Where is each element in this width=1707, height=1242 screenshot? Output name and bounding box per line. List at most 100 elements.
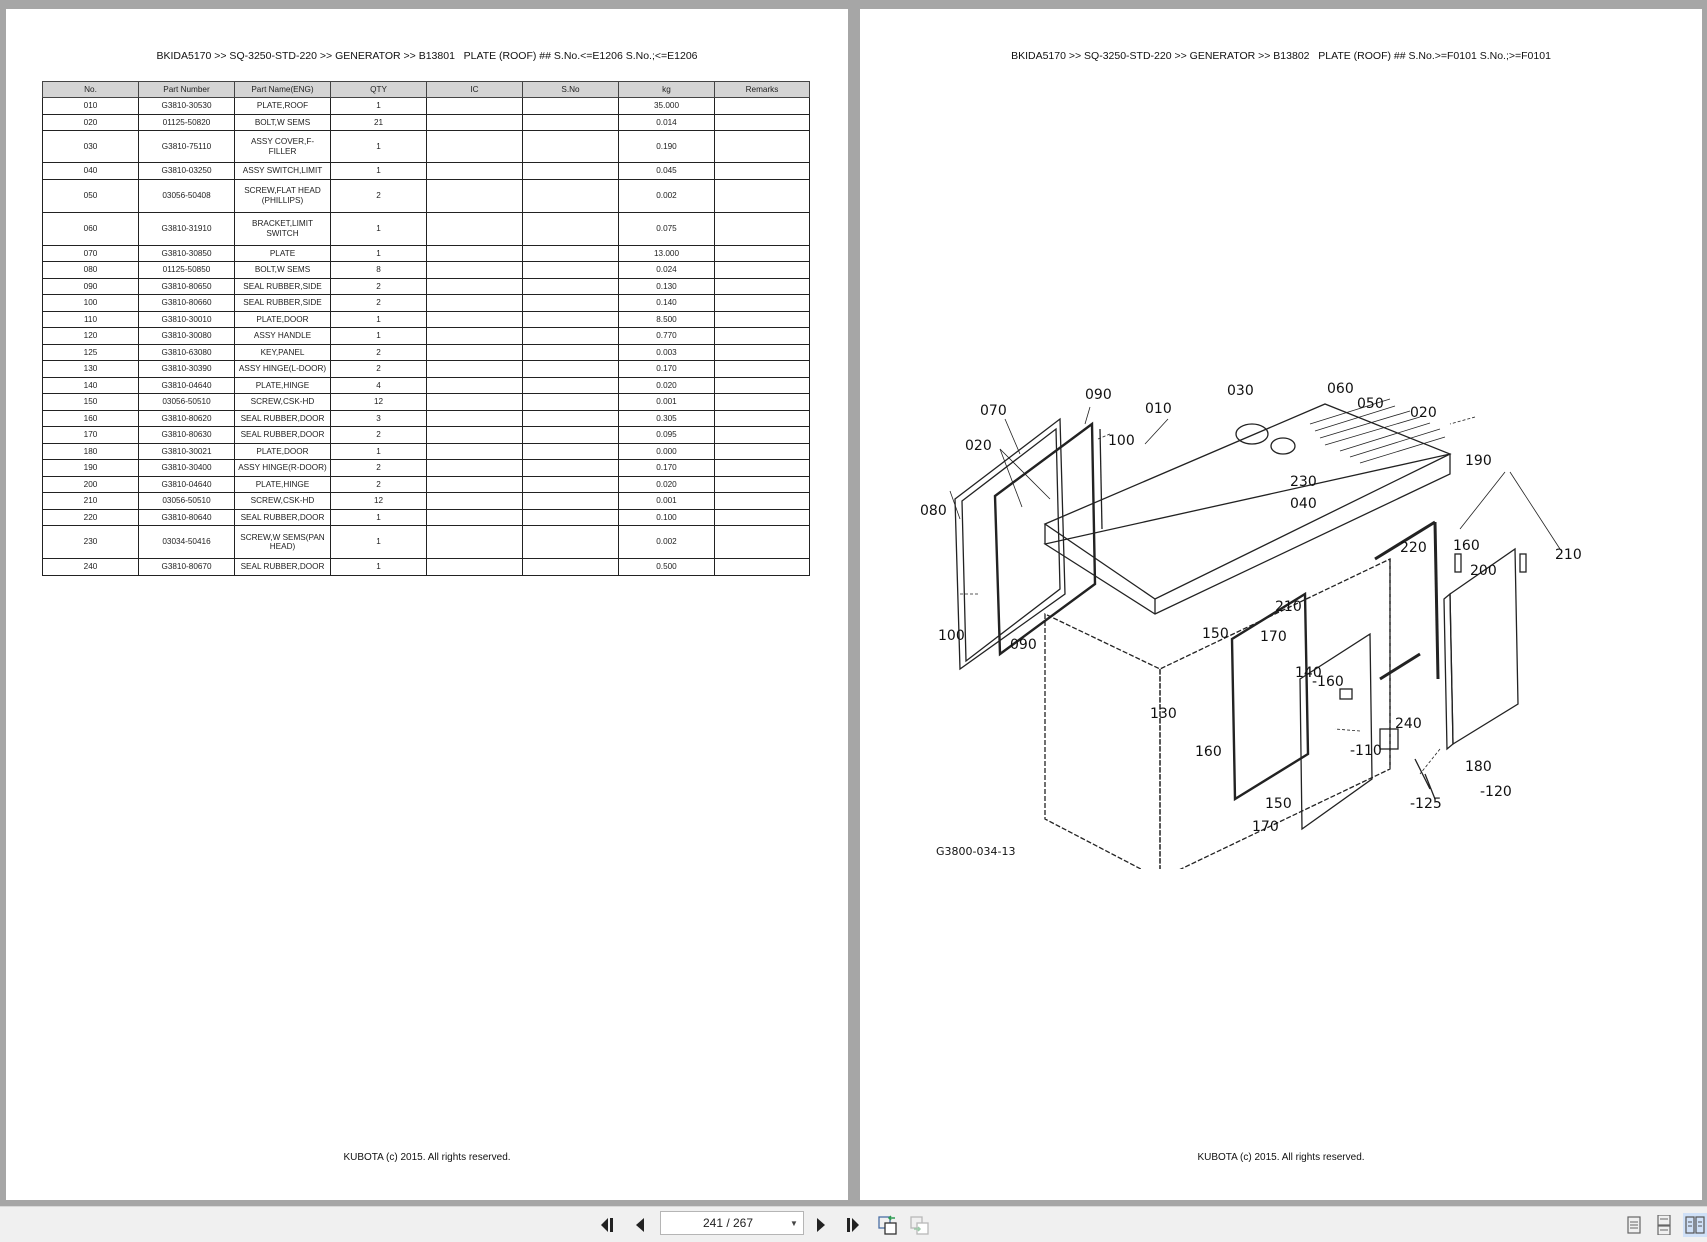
cell-qty: 4 [330,376,427,394]
svg-text:-125: -125 [1410,796,1442,812]
cell-sno [522,97,619,115]
cell-remarks [714,327,810,345]
figure-id: G3800-034-13 [936,845,1016,858]
last-page-icon [847,1218,859,1232]
cell-no: 070 [42,244,139,262]
cell-qty: 1 [330,558,427,576]
cell-sno [522,130,619,163]
cell-ic [426,310,523,328]
cell-kg: 0.190 [618,130,715,163]
cell-remarks [714,277,810,295]
cell-qty: 12 [330,393,427,411]
page-indicator: 241 / 267 [702,1216,754,1230]
cell-sno [522,508,619,526]
svg-text:190: 190 [1465,453,1492,469]
cell-qty: 1 [330,162,427,180]
svg-text:070: 070 [980,403,1007,419]
cell-ic [426,475,523,493]
cell-part-number: G3810-30390 [138,360,235,378]
cell-kg: 0.024 [618,261,715,279]
cell-remarks [714,310,810,328]
previous-view-button[interactable] [876,1213,900,1237]
cell-kg: 0.170 [618,360,715,378]
document-viewport[interactable]: BKIDA5170 >> SQ-3250-STD-220 >> GENERATO… [0,0,1707,1206]
cell-sno [522,178,619,213]
cell-remarks [714,343,810,361]
col-header-part-name: Part Name(ENG) [234,81,331,98]
cell-kg: 0.003 [618,343,715,361]
cell-qty: 2 [330,343,427,361]
cell-part-number: G3810-30530 [138,97,235,115]
cell-kg: 0.020 [618,376,715,394]
single-page-view-button[interactable] [1623,1213,1645,1237]
cell-part-number: G3810-80670 [138,558,235,576]
cell-ic [426,244,523,262]
svg-text:060: 060 [1327,381,1354,397]
cell-remarks [714,393,810,411]
cell-kg: 0.140 [618,294,715,312]
cell-remarks [714,244,810,262]
col-header-no: No. [42,81,139,98]
cell-remarks [714,459,810,477]
cell-sno [522,211,619,246]
next-page-button[interactable] [811,1215,831,1235]
svg-text:140: 140 [1295,665,1322,681]
previous-page-button[interactable] [630,1215,650,1235]
cell-sno [522,327,619,345]
table-header-row: No. Part Number Part Name(ENG) QTY IC S.… [42,81,810,98]
cell-qty: 3 [330,409,427,427]
cell-qty: 1 [330,97,427,115]
cell-qty: 2 [330,426,427,444]
cell-no: 140 [42,376,139,394]
cell-remarks [714,294,810,312]
cell-name: PLATE,ROOF [234,97,331,115]
cell-remarks [714,508,810,526]
cell-sno [522,459,619,477]
cell-ic [426,113,523,131]
first-page-button[interactable] [599,1215,619,1235]
page-number-selector[interactable]: 241 / 267 ▼ [660,1211,804,1235]
cell-part-number: G3810-30010 [138,310,235,328]
cell-part-number: 03034-50416 [138,525,235,559]
cell-kg: 0.002 [618,525,715,559]
cell-remarks [714,130,810,163]
next-view-button[interactable] [908,1213,932,1237]
cell-part-number: G3810-04640 [138,376,235,394]
last-page-button[interactable] [842,1215,862,1235]
cell-sno [522,426,619,444]
cell-ic [426,508,523,526]
cell-name: BRACKET,LIMIT SWITCH [234,211,331,246]
two-page-view-button[interactable] [1683,1213,1707,1237]
svg-text:170: 170 [1260,629,1287,645]
cell-qty: 21 [330,113,427,131]
cell-qty: 1 [330,310,427,328]
cell-remarks [714,558,810,576]
cell-part-number: G3810-80650 [138,277,235,295]
previous-view-icon [878,1215,897,1235]
svg-text:220: 220 [1400,540,1427,556]
cell-ic [426,459,523,477]
col-header-remarks: Remarks [714,81,810,98]
cell-no: 125 [42,343,139,361]
next-view-icon [910,1216,929,1235]
cell-part-number: G3810-30850 [138,244,235,262]
cell-name: SEAL RUBBER,SIDE [234,294,331,312]
cell-part-number: G3810-31910 [138,211,235,246]
cell-part-number: G3810-80640 [138,508,235,526]
cell-part-number: G3810-80630 [138,426,235,444]
cell-name: PLATE [234,244,331,262]
cell-qty: 2 [330,294,427,312]
cell-name: SCREW,FLAT HEAD (PHILLIPS) [234,178,331,213]
continuous-view-button[interactable] [1653,1213,1675,1237]
cell-qty: 1 [330,211,427,246]
first-page-icon [601,1218,613,1232]
cell-no: 050 [42,178,139,213]
cell-part-number: 03056-50510 [138,393,235,411]
